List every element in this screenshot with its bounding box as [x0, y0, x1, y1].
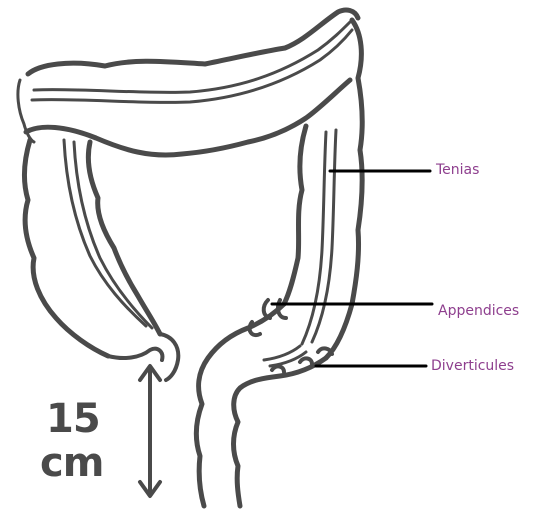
ascending-colon	[284, 20, 362, 358]
label-tenias: Tenias	[436, 162, 479, 178]
scale-arrow	[140, 366, 160, 496]
transverse-colon	[18, 10, 358, 155]
label-appendices: Appendices	[438, 303, 519, 319]
label-diverticules: Diverticules	[431, 358, 514, 374]
scale-value: 15	[46, 396, 100, 442]
descending-colon	[24, 140, 178, 380]
scale-unit: cm	[40, 440, 103, 486]
